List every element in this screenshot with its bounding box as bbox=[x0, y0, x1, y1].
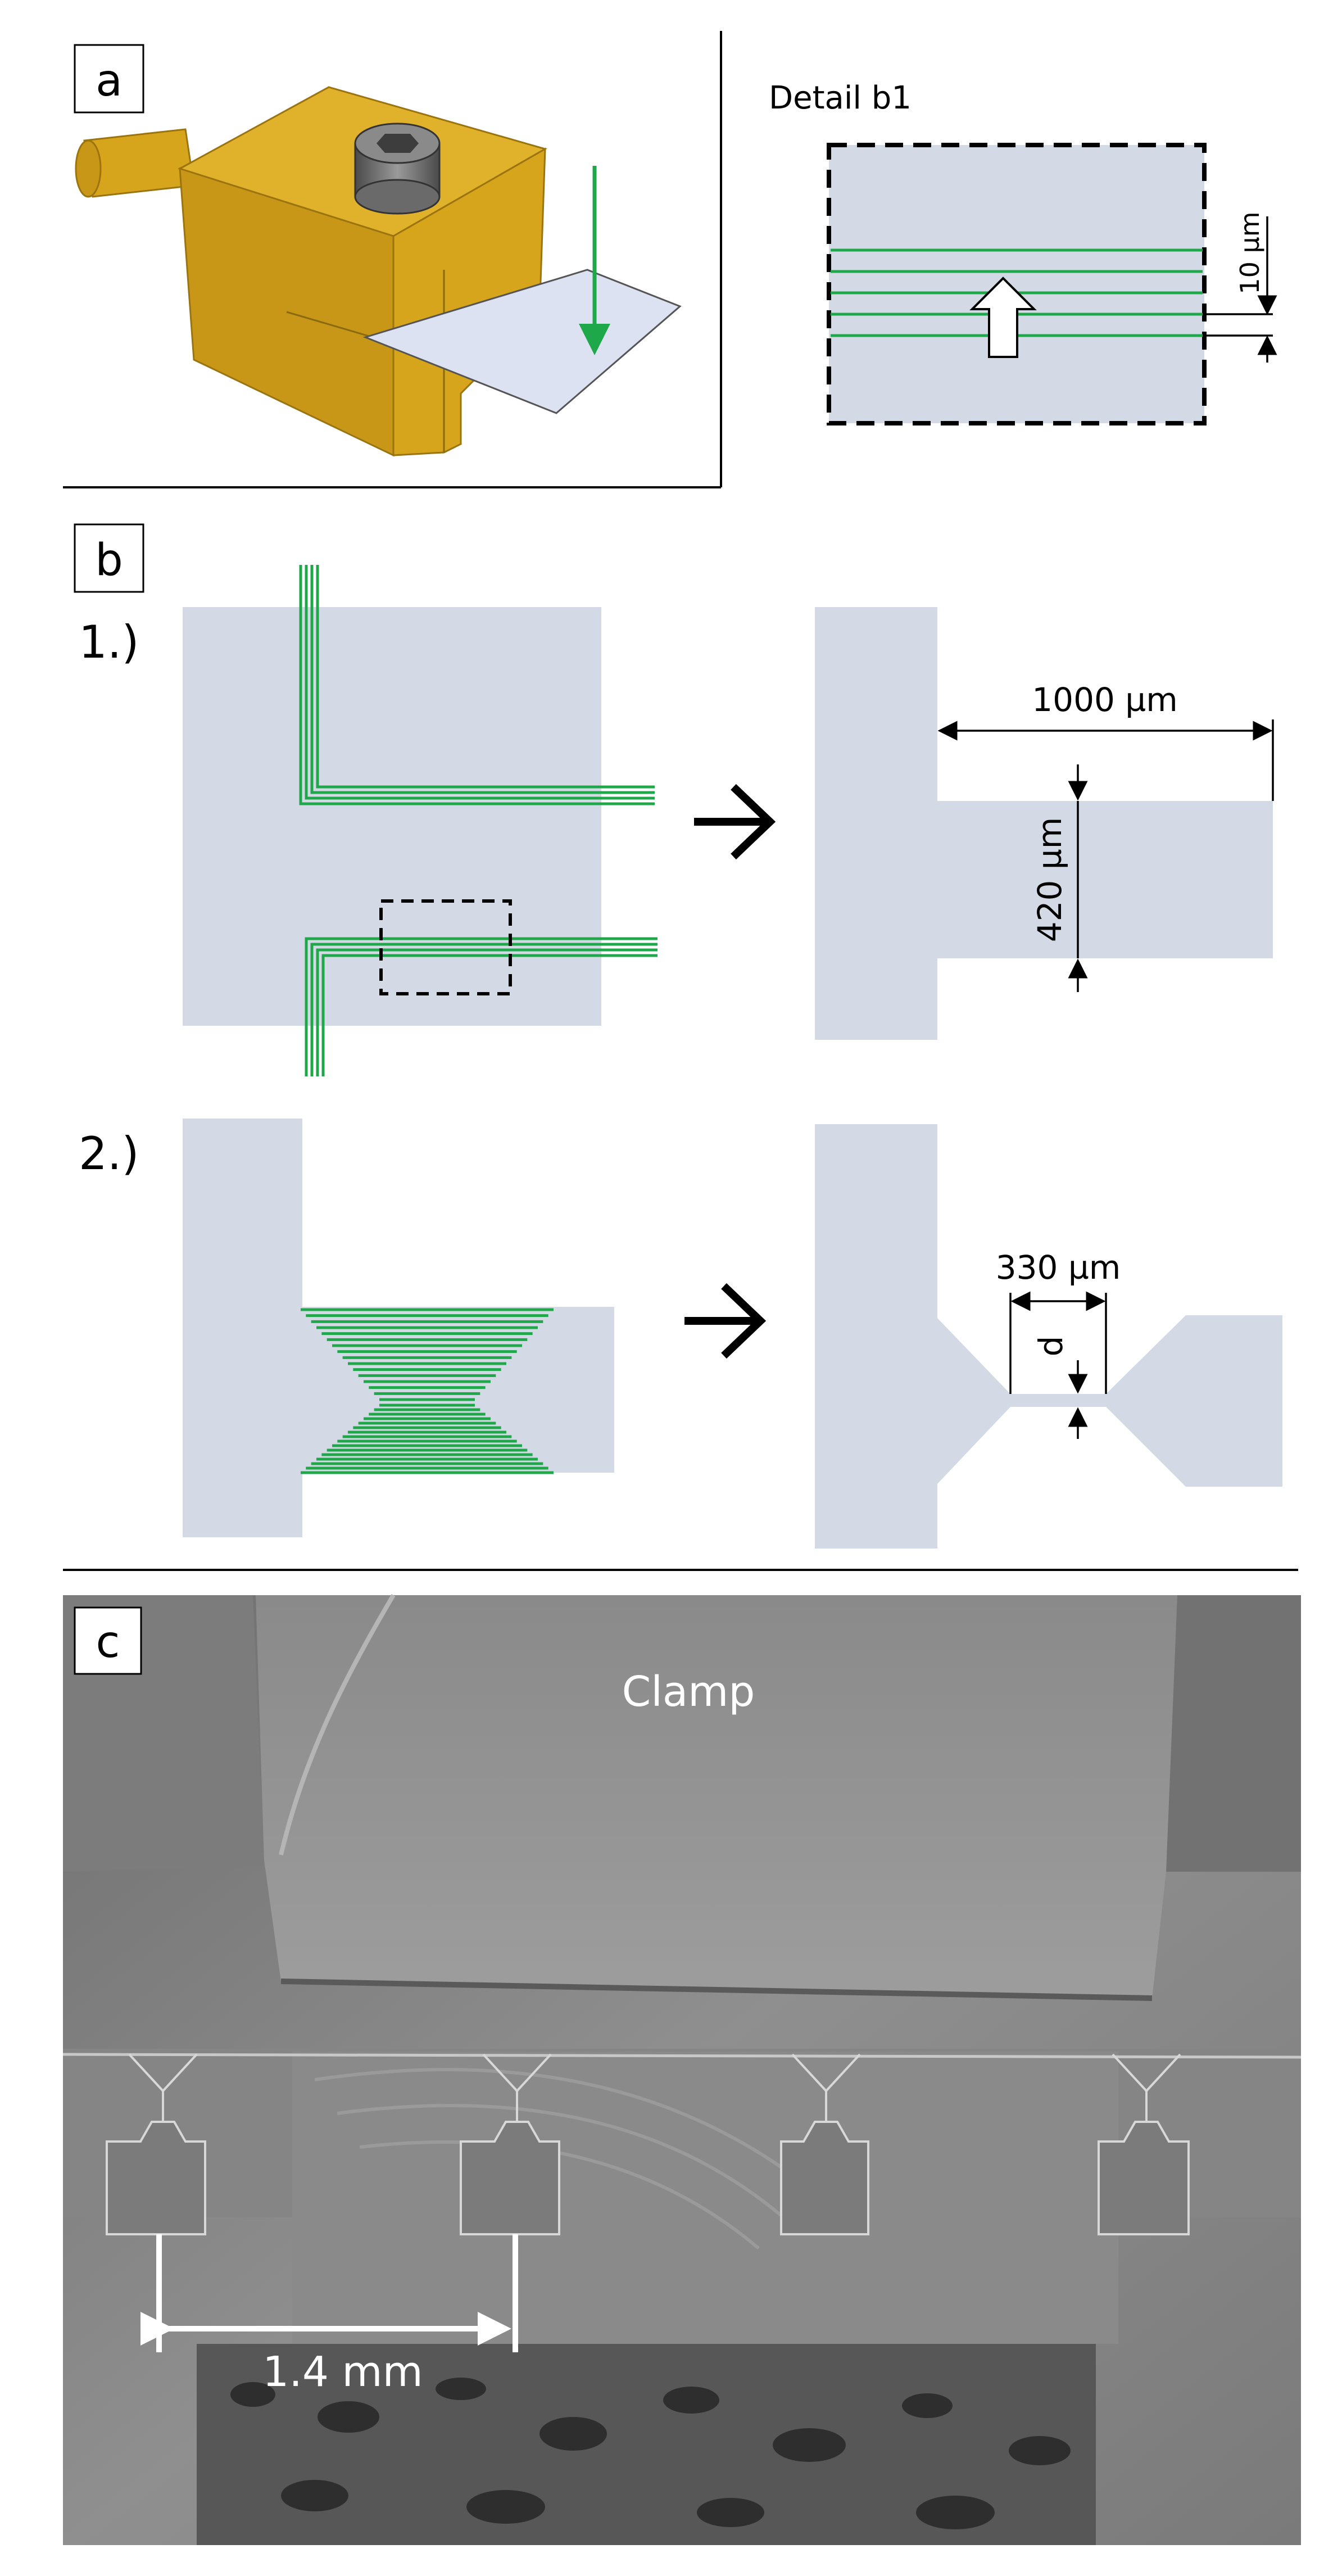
clamp-block-side bbox=[392, 147, 546, 456]
step-1-after: 1000 µm 420 µm bbox=[815, 607, 1274, 1040]
panel-c-label: c bbox=[96, 1617, 120, 1668]
sem-sample-under bbox=[292, 2052, 1118, 2344]
step-1-sample bbox=[183, 607, 601, 1026]
step-1-upper-laser-path bbox=[299, 565, 655, 805]
step-1-lower-laser-path bbox=[305, 937, 658, 1076]
dim-330-label: 330 µm bbox=[996, 1248, 1121, 1287]
sem-background-right bbox=[1158, 1595, 1301, 1872]
specimen-2 bbox=[460, 2053, 560, 2235]
specimen-4 bbox=[1098, 2053, 1190, 2235]
sem-clamp bbox=[256, 1595, 1177, 1998]
step-1-label: 1.) bbox=[79, 616, 139, 668]
panel-a-label-box bbox=[74, 44, 144, 114]
step-2-laser-lines bbox=[301, 1308, 554, 1474]
panel-b: b 1.) bbox=[63, 523, 1298, 1571]
specimen-3 bbox=[780, 2053, 869, 2235]
clamp-illustration bbox=[75, 86, 682, 457]
panel-a-label: a bbox=[96, 56, 123, 106]
step-1-detail-box bbox=[379, 899, 512, 995]
step-1-transform-arrow bbox=[694, 784, 776, 860]
specimen-1 bbox=[106, 2053, 206, 2235]
dim-1000-label: 1000 µm bbox=[1032, 681, 1177, 719]
sem-specimens bbox=[106, 2053, 1190, 2235]
detail-b1: Detail b1 10 µm bbox=[769, 80, 1277, 425]
detail-dim-label: 10 µm bbox=[1235, 211, 1265, 294]
sample-strip bbox=[362, 269, 682, 414]
detail-b1-sample bbox=[827, 143, 1207, 425]
sem-sample-arcs bbox=[314, 2068, 816, 2250]
panel-c-label-box bbox=[74, 1606, 142, 1675]
step-2-before bbox=[183, 1119, 614, 1537]
sem-specimen-top-edge bbox=[62, 2053, 1302, 2059]
panel-c: Clamp bbox=[62, 1593, 1302, 2545]
bolt-hex-socket bbox=[377, 134, 419, 153]
step-2-transform-arrow bbox=[684, 1283, 767, 1359]
scale-bar bbox=[140, 2234, 518, 2352]
panel-b-label-box bbox=[74, 523, 144, 593]
scan-direction-arrow-icon bbox=[969, 277, 1037, 358]
step-1-result-shape bbox=[815, 607, 1273, 1040]
sem-pores bbox=[230, 2378, 1071, 2529]
detail-b1-title: Detail b1 bbox=[769, 80, 912, 116]
step-2-after: 330 µm d bbox=[815, 1124, 1282, 1549]
step-2-label: 2.) bbox=[79, 1128, 139, 1180]
bolt-base bbox=[354, 179, 441, 215]
dim-420-label: 420 µm bbox=[1031, 817, 1069, 943]
dim-d-label: d bbox=[1032, 1336, 1070, 1357]
step-1-before bbox=[183, 565, 658, 1076]
clamp-rod-end bbox=[75, 139, 102, 198]
sem-clamp-edge bbox=[280, 1979, 1153, 2001]
clamp-label: Clamp bbox=[622, 1668, 755, 1716]
scale-bar-label: 1.4 mm bbox=[262, 2348, 423, 2396]
panel-a: a Detail b1 bbox=[63, 31, 1277, 488]
sem-clamp-curve bbox=[279, 1593, 396, 1855]
panel-b-label: b bbox=[95, 535, 123, 586]
step-2-result-shape bbox=[815, 1124, 1282, 1549]
